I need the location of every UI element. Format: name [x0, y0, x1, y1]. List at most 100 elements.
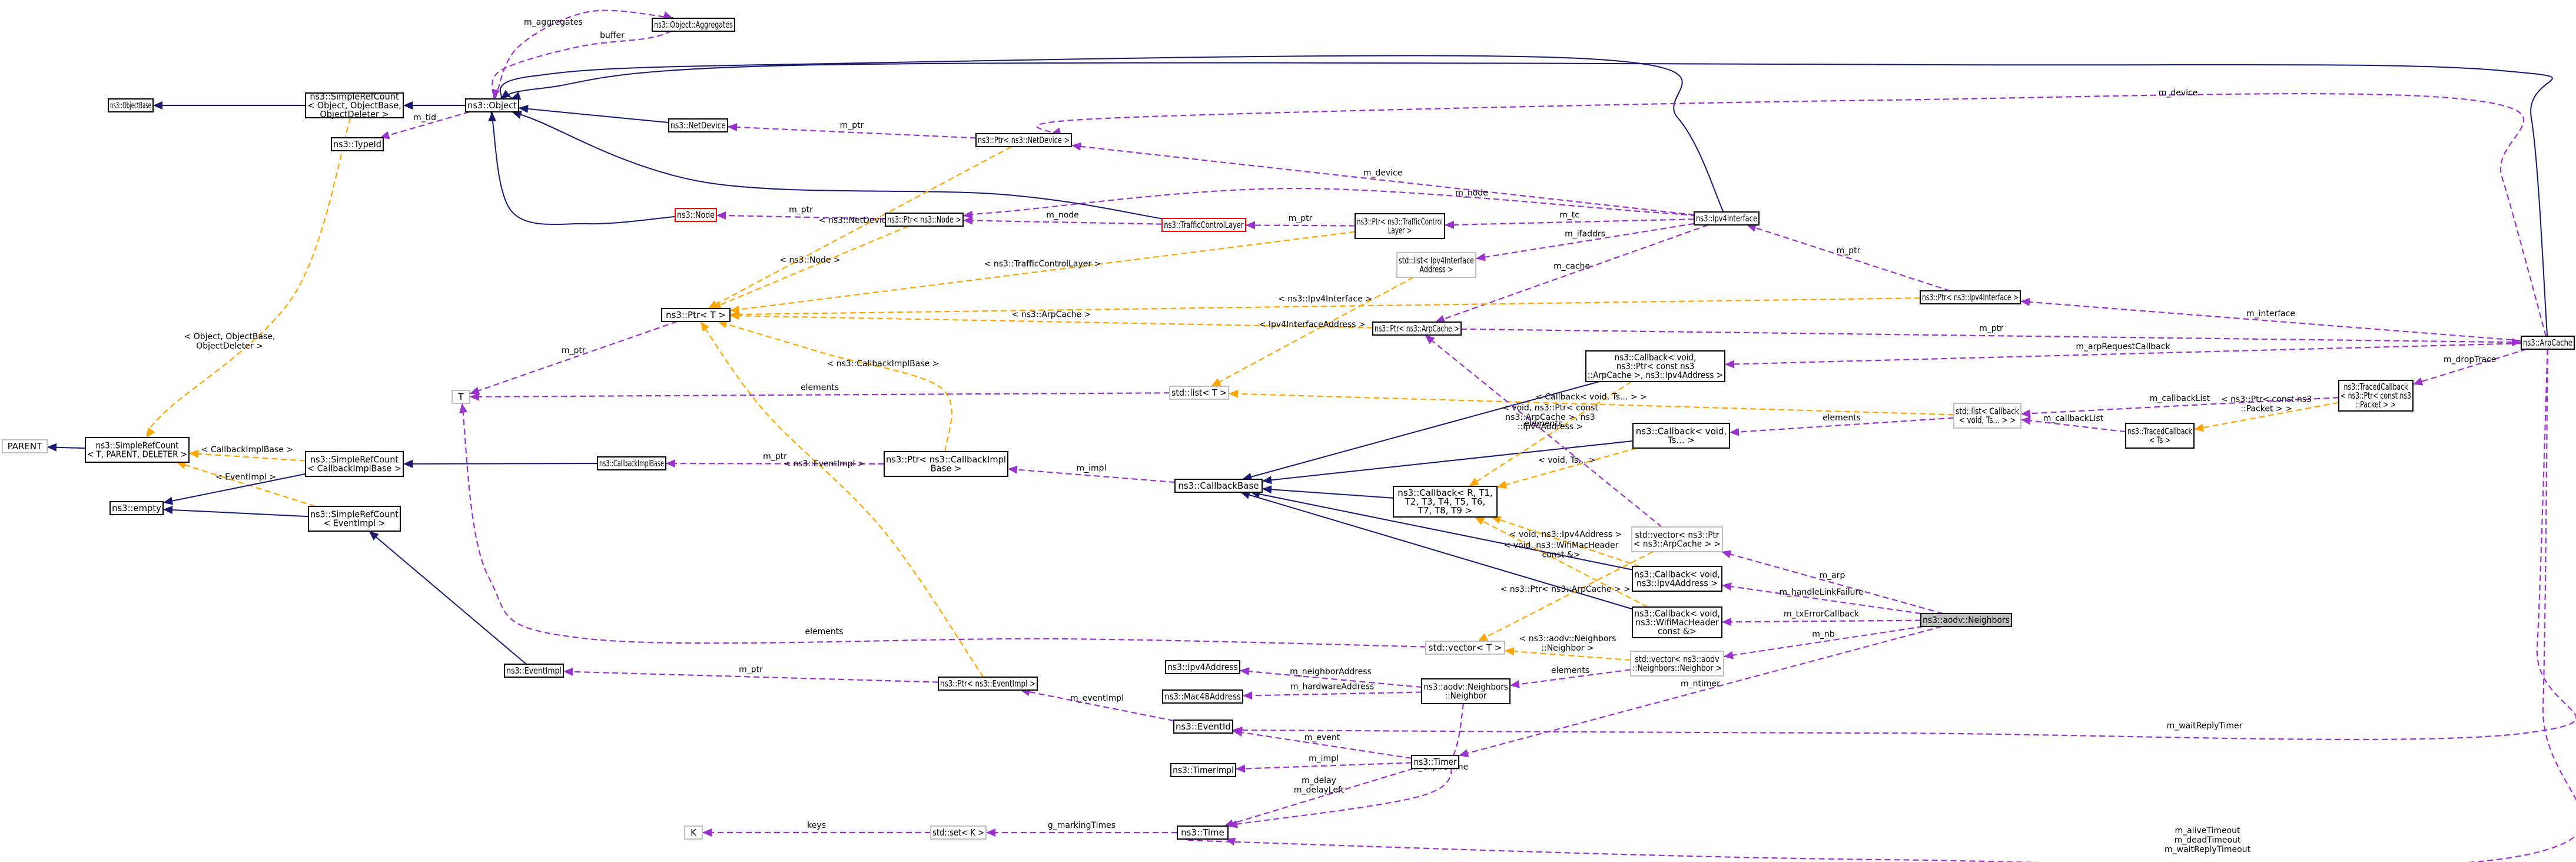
- class-node-ipv4-address[interactable]: ns3::Ipv4Address: [1165, 660, 1240, 674]
- class-node-cb-ipv4[interactable]: ns3::Callback< void,ns3::Ipv4Address >: [1632, 566, 1722, 592]
- node-label: ns3::Callback< R, T1,T2, T3, T4, T5, T6,…: [1397, 488, 1492, 516]
- class-node-traced-cb-ts[interactable]: ns3::TracedCallback< Ts >: [2125, 423, 2195, 449]
- edge-label: m_aggregates: [524, 18, 583, 27]
- class-node-traced-cb-packet[interactable]: ns3::TracedCallback< ns3::Ptr< const ns3…: [2338, 380, 2414, 412]
- class-node-event-id[interactable]: ns3::EventId: [1173, 720, 1233, 734]
- member-edge-line: [1020, 689, 1174, 722]
- edge-ptr-cib-to-callback-impl-base: [665, 459, 885, 468]
- member-edge-line: [1232, 730, 1412, 759]
- edge-ipv4-interface-to-ptr-node: [962, 187, 1695, 219]
- arrowhead-icon: [470, 392, 480, 401]
- edge-label: m_event: [1304, 733, 1340, 742]
- node-label: ns3::EventId: [1176, 721, 1231, 732]
- class-node-parent[interactable]: PARENT: [2, 439, 48, 453]
- class-node-list-callback[interactable]: std::list< Callback< void, Ts... > >: [1953, 403, 2021, 429]
- node-label: ns3::TracedCallback< ns3::Ptr< const ns3…: [2341, 382, 2411, 410]
- arrowhead-icon: [47, 443, 57, 452]
- class-node-vec-ptr-arp[interactable]: std::vector< ns3::Ptr< ns3::ArpCache > >: [1631, 526, 1723, 552]
- edge-label: elements: [801, 383, 839, 393]
- class-node-ptr-net-device[interactable]: ns3::Ptr< ns3::NetDevice >: [975, 133, 1072, 147]
- class-node-object[interactable]: ns3::Object: [465, 98, 519, 112]
- node-box: [1396, 252, 1476, 278]
- arrowhead-icon: [2021, 409, 2031, 418]
- class-node-timer-impl[interactable]: ns3::TimerImpl: [1170, 763, 1236, 777]
- class-node-time[interactable]: ns3::Time: [1177, 825, 1229, 840]
- member-edge-line: [1475, 223, 1695, 260]
- member-edge-line: [1721, 551, 1943, 615]
- class-node-cb-void-ts[interactable]: ns3::Callback< void,Ts... >: [1632, 423, 1730, 449]
- member-edge-line: [1223, 767, 1415, 827]
- class-node-vec-t[interactable]: std::vector< T >: [1425, 641, 1505, 655]
- class-node-callback-base[interactable]: ns3::CallbackBase: [1174, 479, 1263, 493]
- edge-cb-generic-to-callback-base: [1262, 485, 1394, 499]
- class-node-t[interactable]: T: [452, 390, 470, 404]
- class-node-node[interactable]: ns3::Node: [675, 208, 717, 222]
- class-node-ptr-node[interactable]: ns3::Ptr< ns3::Node >: [885, 213, 964, 227]
- node-box: [1393, 486, 1498, 518]
- class-node-type-id[interactable]: ns3::TypeId: [331, 137, 384, 151]
- arrowhead-icon: [512, 111, 522, 119]
- arrowhead-icon: [1724, 651, 1734, 659]
- arrowhead-icon: [1478, 633, 1488, 641]
- edge-label: m_handleLinkFailure: [1779, 588, 1863, 597]
- class-node-cb-arp-req[interactable]: ns3::Callback< void,ns3::Ptr< const ns3:…: [1585, 350, 1725, 382]
- inherit-edge-line: [518, 107, 669, 124]
- class-node-ptr-arp-cache[interactable]: ns3::Ptr< ns3::ArpCache >: [1372, 321, 1462, 336]
- class-node-empty[interactable]: ns3::empty: [109, 501, 164, 515]
- class-node-ipv4-interface[interactable]: ns3::Ipv4Interface: [1694, 211, 1760, 226]
- edge-label: < EventImpl >: [215, 473, 276, 482]
- class-node-src-object[interactable]: ns3::SimpleRefCount< Object, ObjectBase,…: [305, 92, 404, 120]
- class-node-vec-neighbor[interactable]: std::vector< ns3::aodv::Neighbors::Neigh…: [1630, 651, 1724, 677]
- arrowhead-icon: [666, 459, 676, 468]
- arrowhead-icon: [492, 88, 500, 99]
- member-edge-line: [469, 320, 678, 394]
- node-label: ns3::TracedCallback< Ts >: [2127, 427, 2192, 446]
- class-node-k[interactable]: K: [684, 825, 703, 840]
- node-box: [1170, 763, 1236, 777]
- class-node-net-device[interactable]: ns3::NetDevice: [668, 118, 728, 132]
- class-node-aggregates[interactable]: ns3::Object::Aggregates: [652, 18, 735, 32]
- class-node-cb-generic[interactable]: ns3::Callback< R, T1,T2, T3, T4, T5, T6,…: [1393, 486, 1498, 518]
- member-edge-line: [1724, 343, 2522, 365]
- node-box: [1585, 350, 1725, 382]
- class-node-ptr-event-impl[interactable]: ns3::Ptr< ns3::EventImpl >: [938, 677, 1038, 691]
- member-edge-line: [1721, 584, 1921, 615]
- class-node-src-t[interactable]: ns3::SimpleRefCount< T, PARENT, DELETER …: [85, 437, 190, 463]
- class-node-src-ei[interactable]: ns3::SimpleRefCount< EventImpl >: [308, 506, 401, 532]
- class-node-traffic-control-layer[interactable]: ns3::TrafficControlLayer: [1161, 218, 1246, 232]
- class-node-set-k[interactable]: std::set< K >: [930, 825, 987, 840]
- edge-label: m_ptr: [1979, 324, 2003, 333]
- node-label: std::vector< ns3::Ptr< ns3::ArpCache > >: [1634, 531, 1721, 549]
- node-label: ns3::Ptr< T >: [666, 310, 726, 320]
- arrowhead-icon: [1425, 335, 1435, 344]
- edge-label: m_waitReplyTimer: [2167, 721, 2243, 731]
- class-node-neighbor[interactable]: ns3::aodv::Neighbors::Neighbor: [1421, 678, 1511, 704]
- class-node-ptr-ipv4-interface[interactable]: ns3::Ptr< ns3::Ipv4Interface >: [1920, 290, 2021, 304]
- node-label: std::vector< ns3::aodv::Neighbors::Neigh…: [1632, 654, 1722, 673]
- arrowhead-icon: [1474, 517, 1485, 525]
- node-box: [1161, 218, 1246, 232]
- arrowhead-icon: [519, 104, 529, 113]
- edge-object-to-src-object: [403, 101, 466, 110]
- class-node-timer[interactable]: ns3::Timer: [1411, 755, 1459, 769]
- class-node-neighbors[interactable]: ns3::aodv::Neighbors: [1920, 613, 2012, 627]
- class-node-src-cib[interactable]: ns3::SimpleRefCount< CallbackImplBase >: [305, 451, 404, 477]
- template-edge-line: [729, 231, 1356, 311]
- class-node-mac48-address[interactable]: ns3::Mac48Address: [1162, 689, 1243, 704]
- class-node-event-impl[interactable]: ns3::EventImpl: [504, 664, 564, 678]
- edges-layer: [47, 9, 2576, 862]
- class-node-list-t[interactable]: std::list< T >: [1169, 386, 1229, 400]
- template-edge-line: [1228, 393, 1954, 416]
- class-node-arp-cache[interactable]: ns3::ArpCache: [2521, 336, 2575, 350]
- arrowhead-icon: [1746, 224, 1757, 232]
- node-label: ns3::Callback< void,ns3::Ptr< const ns3:…: [1588, 353, 1723, 380]
- class-node-object-base[interactable]: ns3::ObjectBase: [108, 98, 154, 112]
- class-node-callback-impl-base[interactable]: ns3::CallbackImplBase: [597, 456, 666, 470]
- class-node-ptr-t[interactable]: ns3::Ptr< T >: [661, 308, 731, 322]
- node-label: ns3::ObjectBase: [110, 100, 151, 110]
- node-label: ns3::Object::Aggregates: [654, 20, 733, 30]
